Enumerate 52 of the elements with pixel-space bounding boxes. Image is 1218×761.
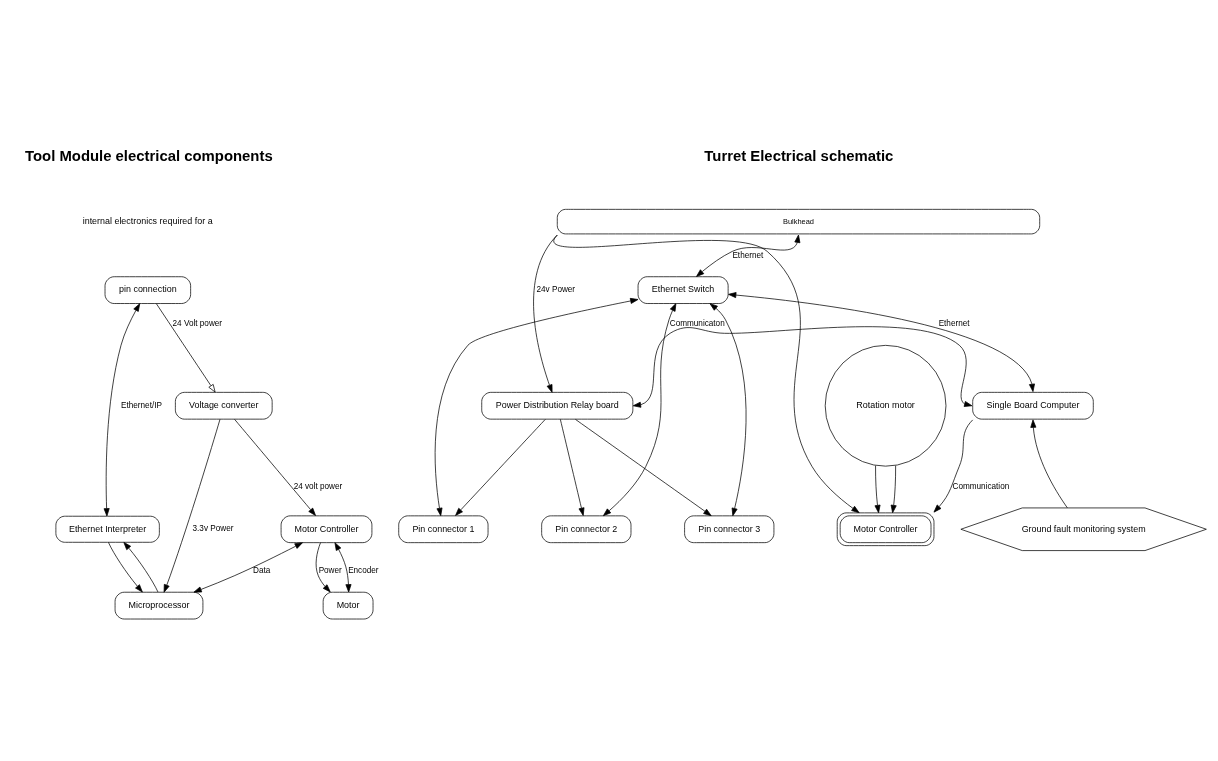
arrow [163,418,221,593]
arrow [728,292,1035,392]
edge-label: Ethernet/IP [121,400,162,410]
arrow [108,542,143,593]
arrow [234,418,316,516]
arrow [603,303,677,517]
edge-label: Power [318,566,342,576]
node-box: Pin connector 3 [684,515,775,544]
node-box: Single Board Computer [972,392,1094,420]
node-box: Ethernet Switch [637,276,729,304]
edge-label: 24 Volt power [172,319,223,329]
node-box: Pin connector 1 [398,515,489,544]
edge-label: 24v Power [536,285,576,295]
arrow [890,465,897,514]
node-box: Microprocessor [114,591,204,620]
edge-label: 3.3v Power [192,524,234,534]
arrow [696,234,801,277]
node-circle: Rotation motor [824,345,947,467]
arrow [874,465,881,514]
arrow [434,298,639,517]
node-box: Power Distribution Relay board [481,392,634,420]
arrow [709,303,747,517]
node-box: Bulkhead [556,209,1041,235]
arrow [193,542,303,593]
node-box: Pin connector 2 [541,515,632,544]
node-box: Motor [322,591,374,620]
arrow [632,326,973,408]
arrow [123,542,159,593]
arrow [559,418,585,516]
edge-label: Data [253,566,271,576]
edge-label: Encoder [348,566,379,576]
label: Turret Electrical schematic [704,148,894,165]
arrow [1030,419,1068,509]
arrow [156,303,216,393]
arrow [553,234,860,514]
arrow [455,418,546,516]
node-box: Ethernet Interpreter [55,515,160,543]
label: Tool Module electrical components [24,148,273,165]
edge-label: Communicaton [669,319,725,329]
arrow [575,418,712,517]
arrow [103,303,141,517]
node-box: Motor Controller [280,515,373,544]
edge-label: Ethernet [732,250,764,260]
edge-label: 24 volt power [293,482,343,492]
node-box: pin connection [104,276,191,304]
arrow [315,542,331,593]
label: internal electronics required for a [82,215,213,226]
arrow [334,542,352,593]
arrow [933,419,974,513]
edge-label: Communication [952,482,1010,492]
node-box: Voltage converter [175,392,273,420]
edge-label: Ethernet [938,319,970,329]
